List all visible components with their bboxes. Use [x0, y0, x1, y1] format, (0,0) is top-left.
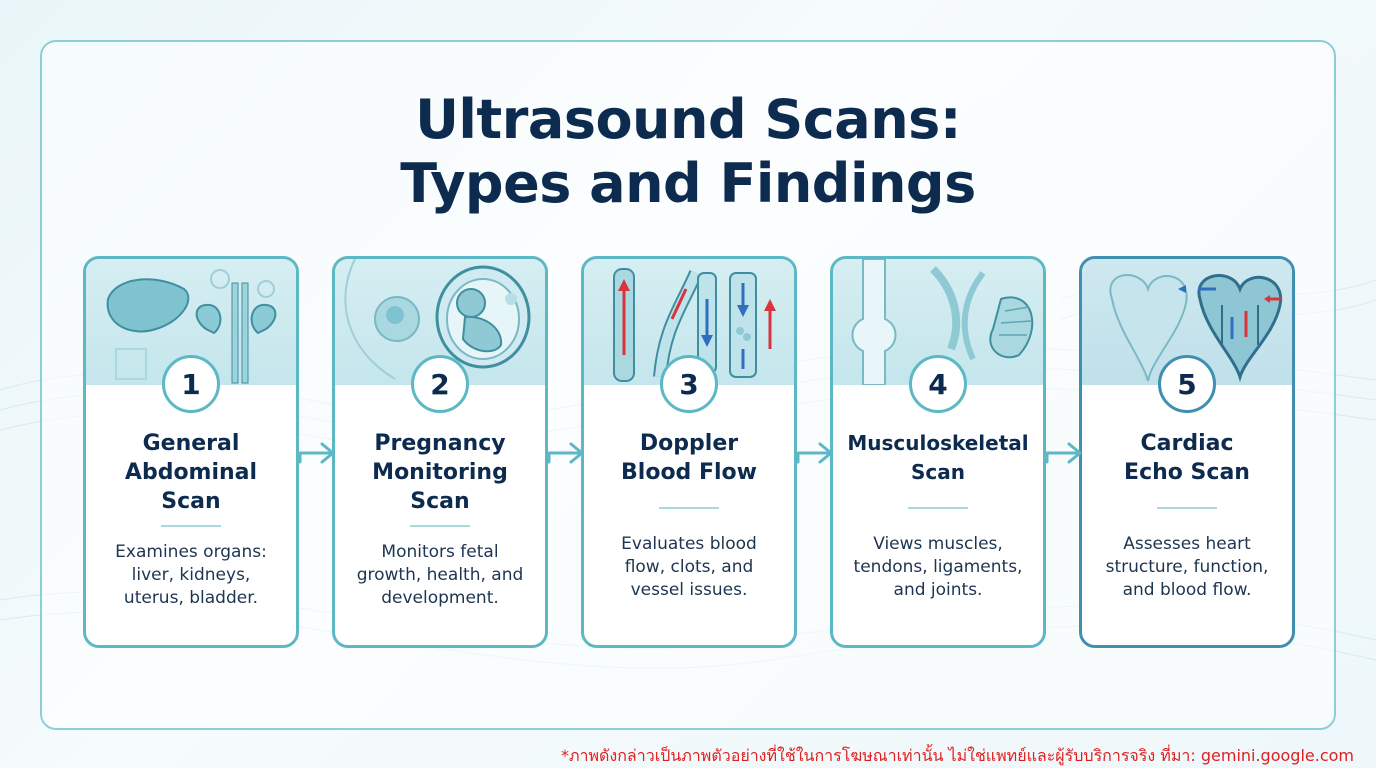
step-number-badge: 1 — [162, 355, 220, 413]
card-title: Pregnancy Monitoring Scan — [372, 431, 508, 514]
page-title: Ultrasound Scans: Types and Findings — [0, 88, 1376, 216]
arrow-right-icon — [547, 442, 584, 464]
title-line-1: Ultrasound Scans: — [415, 88, 961, 151]
card-description: Examines organs: liver, kidneys, uterus,… — [115, 542, 267, 608]
card-title: General Abdominal Scan — [124, 431, 258, 514]
card-title: Doppler Blood Flow — [621, 431, 757, 485]
card-description: Evaluates blood flow, clots, and vessel … — [621, 534, 757, 600]
step-number-badge: 5 — [1158, 355, 1216, 413]
card-title: Cardiac Echo Scan — [1124, 431, 1250, 485]
card-divider — [161, 525, 221, 527]
step-number-badge: 2 — [411, 355, 469, 413]
card-doppler-blood-flow: 3 Doppler Blood Flow Evaluates blood flo… — [581, 256, 797, 648]
blood-vessels-icon — [584, 259, 794, 385]
card-description: Assesses heart structure, function, and … — [1105, 534, 1269, 600]
card-divider — [1157, 507, 1217, 509]
card-divider — [908, 507, 968, 509]
arrow-right-icon — [298, 442, 335, 464]
card-divider — [659, 507, 719, 509]
step-number-badge: 4 — [909, 355, 967, 413]
card-description: Views muscles, tendons, ligaments, and j… — [853, 534, 1023, 600]
joint-muscle-icon — [833, 259, 1043, 385]
card-cardiac-echo-scan: 5 Cardiac Echo Scan Assesses heart struc… — [1079, 256, 1295, 648]
disclaimer-footnote: *ภาพดังกล่าวเป็นภาพตัวอย่างที่ใช้ในการโฆ… — [560, 746, 1354, 765]
card-pregnancy-monitoring-scan: 2 Pregnancy Monitoring Scan Monitors fet… — [332, 256, 548, 648]
card-general-abdominal-scan: 1 General Abdominal Scan Examines organs… — [83, 256, 299, 648]
fetus-icon — [335, 259, 545, 385]
title-line-2: Types and Findings — [400, 152, 976, 215]
card-description: Monitors fetal growth, health, and devel… — [356, 542, 524, 608]
arrow-right-icon — [796, 442, 833, 464]
arrow-right-icon — [1045, 442, 1082, 464]
card-musculoskeletal-scan: 4 Musculoskeletal Scan Views muscles, te… — [830, 256, 1046, 648]
step-number-badge: 3 — [660, 355, 718, 413]
card-title: Musculoskeletal Scan — [847, 431, 1029, 484]
card-divider — [410, 525, 470, 527]
